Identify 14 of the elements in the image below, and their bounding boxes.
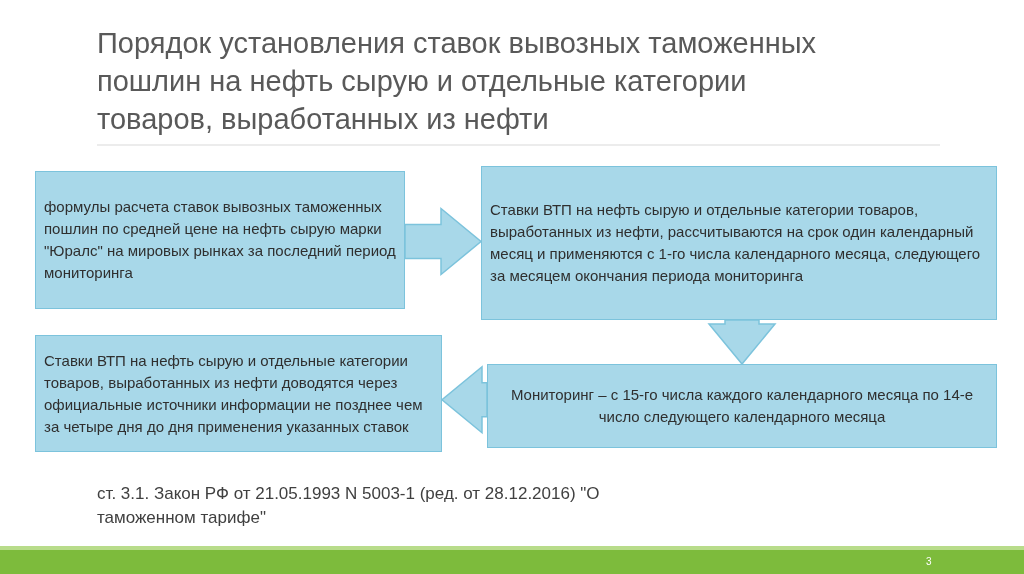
citation-note: ст. 3.1. Закон РФ от 21.05.1993 N 5003-1 (ред. от 28.12.2016) "О таможенном тарифе": [97, 483, 601, 529]
block-arrow: [440, 365, 488, 435]
process-box: [487, 364, 997, 448]
page-number: 3: [926, 555, 933, 569]
title: Порядок установления ставок вывозных таможенных пошлин на нефть сырую и отдельные категории товаров, выработанных из нефти: [97, 26, 818, 137]
box-text: Ставки ВТП на нефть сырую и отдельные категории товаров, выработанных из нефти, рассчитываются на срок один календарный месяц и применяются с 1-го числа календарного месяца, следующего за месяцем окончания периода мониторинга: [489, 200, 982, 286]
box-text: Мониторинг – с 15-го числа каждого календарного месяца по 14-е число следующего календарного месяца: [509, 385, 975, 427]
process-box: [481, 166, 997, 320]
block-arrow: [404, 206, 483, 277]
box-text: Ставки ВТП на нефть сырую и отдельные категории товаров, выработанных из нефти доводятся через официальные источники информации не позднее чем за четыре дня до дня применения указанных ставок: [43, 350, 424, 437]
process-box: [35, 335, 442, 452]
box-text: формулы расчета ставок вывозных таможенных пошлин по средней цене на нефть сырую марки "Юралс" на мировых рынках за последний период мониторинга: [43, 197, 397, 283]
process-box: [35, 171, 405, 309]
block-arrow: [707, 319, 777, 366]
